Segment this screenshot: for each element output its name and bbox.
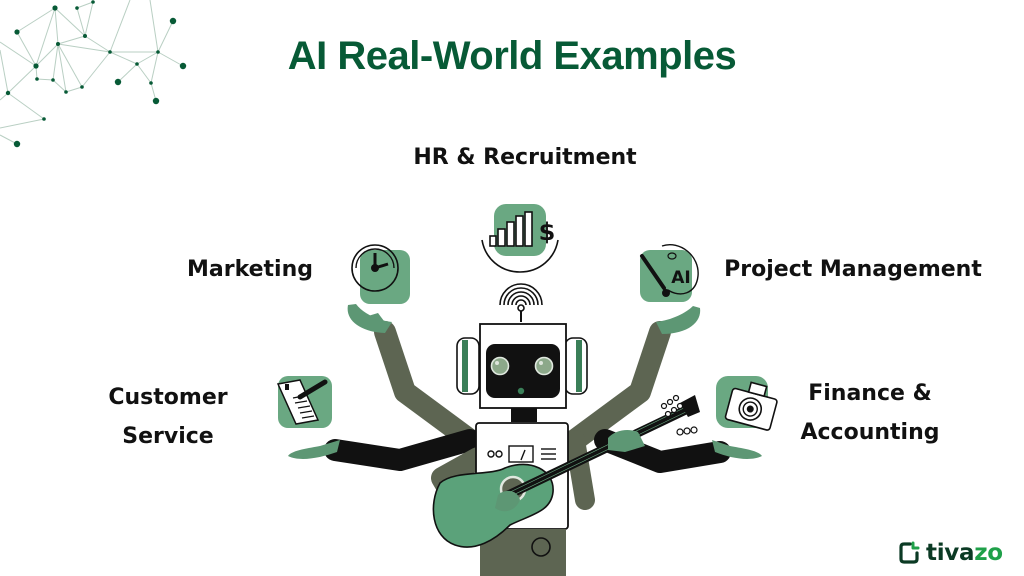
camera-icon — [716, 376, 778, 431]
brand-logo-accent: zo — [974, 540, 1003, 566]
category-customer-service-line1: Customer — [108, 385, 228, 410]
brand-logo-main: tiva — [926, 540, 975, 566]
page-title: AI Real-World Examples — [287, 34, 737, 78]
robot-hands — [288, 304, 762, 459]
category-finance-accounting: Finance & Accounting — [790, 374, 950, 452]
svg-text:$: $ — [539, 218, 556, 246]
category-finance-line2: Accounting — [800, 420, 940, 445]
category-customer-service-line2: Service — [122, 424, 214, 449]
category-marketing: Marketing — [186, 257, 314, 282]
robot-arms — [324, 321, 731, 511]
category-hr-recruitment: HR & Recruitment — [413, 145, 637, 170]
clock-icon — [351, 244, 410, 304]
tivazo-logo-icon — [899, 541, 920, 564]
signal-icon — [499, 283, 543, 306]
brand-logo: tivazo — [898, 540, 1003, 566]
svg-text:AI: AI — [671, 268, 690, 288]
network-decoration — [0, 0, 187, 148]
bar-chart-dollar-icon: $ — [481, 204, 559, 273]
category-customer-service: Customer Service — [100, 378, 236, 456]
brand-logo-text: tivazo — [926, 540, 1003, 566]
guitar-illustration — [432, 394, 700, 548]
category-finance-line1: Finance & — [808, 381, 932, 406]
category-project-management: Project Management — [724, 257, 982, 282]
robot-head — [456, 304, 588, 422]
ai-paintbrush-palette-icon: AI — [640, 244, 699, 302]
document-pen-icon — [276, 376, 332, 428]
